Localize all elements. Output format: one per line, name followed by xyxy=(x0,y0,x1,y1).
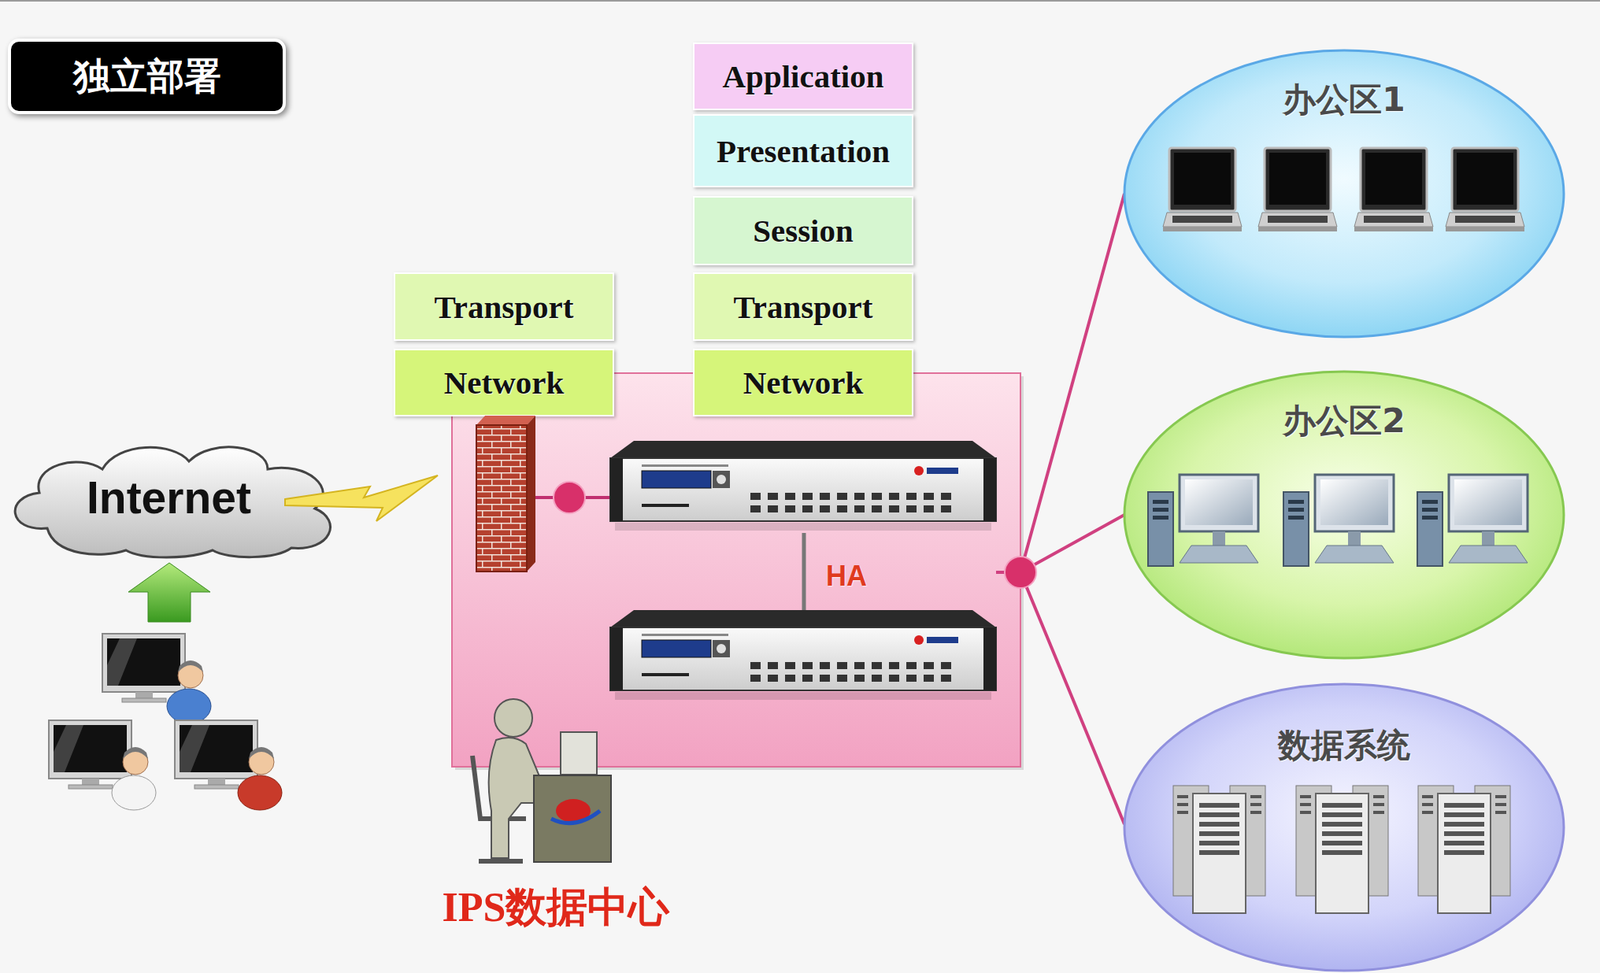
operator-icon xyxy=(560,732,597,775)
operator-icon xyxy=(533,775,612,863)
operator-icon xyxy=(551,811,600,824)
internet-users xyxy=(128,562,211,623)
ha-label: HA xyxy=(825,559,867,593)
layer-name: Transport xyxy=(733,288,874,326)
server-icon xyxy=(1173,785,1266,914)
cloud-outline xyxy=(14,447,330,558)
network-wire xyxy=(996,193,1125,825)
internet-users xyxy=(177,660,204,673)
internet-users xyxy=(122,747,149,760)
zone-title: 办公区1 xyxy=(1122,76,1566,124)
layer-name: Transport xyxy=(434,288,575,326)
layer-name: Application xyxy=(722,57,884,96)
osi-layer-box: Network xyxy=(692,348,914,417)
internet-users xyxy=(48,562,282,811)
zone-title: 数据系统 xyxy=(1122,722,1566,770)
ips-device xyxy=(610,440,997,531)
label-text: IPS数据中心 xyxy=(442,880,671,936)
top-rule xyxy=(0,0,1600,2)
label-text: HA xyxy=(825,559,867,593)
firewall-icon xyxy=(476,415,536,572)
layer-name: Presentation xyxy=(716,132,890,171)
cloud-label: Internet xyxy=(86,471,252,524)
laptop-icon xyxy=(1162,148,1242,232)
server-icon xyxy=(1418,785,1511,914)
server-icon xyxy=(1296,785,1389,914)
internet-users xyxy=(102,633,186,703)
link-wire xyxy=(802,533,807,611)
zone-title: 办公区2 xyxy=(1122,397,1566,445)
network-wire xyxy=(1020,514,1125,573)
internet-users xyxy=(174,720,258,789)
laptop-icon xyxy=(1445,148,1525,232)
firewall-icon xyxy=(476,415,536,426)
layer-name: Network xyxy=(444,363,565,402)
desktop-icon xyxy=(1148,474,1528,567)
internet-users xyxy=(248,747,275,760)
title-box: 独立部署 xyxy=(7,38,286,115)
server-icon xyxy=(1173,785,1511,914)
title-text: 独立部署 xyxy=(73,41,222,112)
internet-users xyxy=(48,720,132,789)
osi-layer-box: Application xyxy=(692,42,914,111)
operator-icon xyxy=(494,699,533,738)
osi-layer-box: Network xyxy=(393,348,615,417)
laptop-icon xyxy=(1354,148,1434,232)
link-wire xyxy=(1004,556,1037,589)
firewall-icon xyxy=(526,415,536,572)
firewall-icon xyxy=(476,425,527,572)
laptop-icon xyxy=(1258,148,1338,232)
osi-layer-box: Transport xyxy=(393,272,615,341)
internet-users xyxy=(166,688,212,724)
internet-users xyxy=(111,775,156,811)
osi-layer-box: Presentation xyxy=(692,114,914,188)
ips-region xyxy=(451,373,1021,767)
operator-icon xyxy=(478,859,523,864)
ips-device xyxy=(610,610,997,700)
operator-icon xyxy=(472,699,612,863)
layer-name: Network xyxy=(743,363,864,402)
ips-device xyxy=(610,440,997,700)
link-wire xyxy=(553,481,586,514)
layer-name: Session xyxy=(752,211,854,250)
internet-users xyxy=(237,775,282,811)
network-wire xyxy=(1020,193,1125,573)
osi-layer-box: Session xyxy=(692,196,914,266)
center-label: IPS数据中心 xyxy=(442,880,671,936)
osi-layer-box: Transport xyxy=(692,272,914,341)
network-wire xyxy=(1020,572,1125,825)
